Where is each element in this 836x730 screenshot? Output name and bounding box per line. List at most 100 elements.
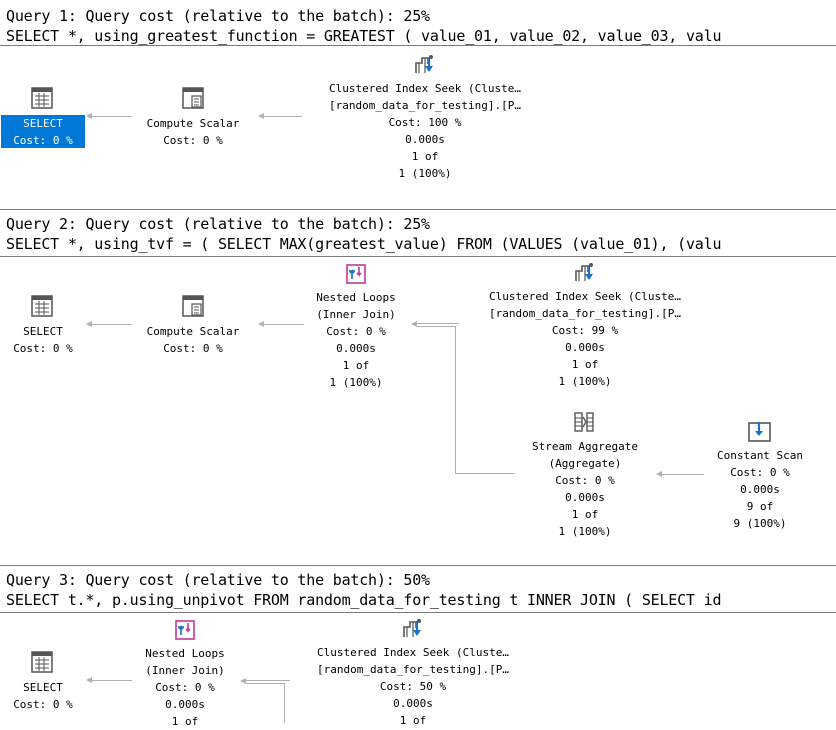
query2-separator [0, 565, 836, 566]
query3-cost-text: Query 3: Query cost (relative to the bat… [6, 571, 430, 589]
q3-select-cost: Cost: 0 % [13, 698, 73, 711]
query1-header: Query 1: Query cost (relative to the bat… [0, 0, 836, 46]
query2-header: Query 2: Query cost (relative to the bat… [0, 210, 836, 257]
q1-seek-pct: 1 (100%) [398, 167, 452, 180]
q3-index-seek-node[interactable]: Clustered Index Seek (Cluste… [random_da… [286, 644, 540, 729]
clustered-index-seek-icon [415, 54, 434, 74]
query1-cost-text: Query 1: Query cost (relative to the bat… [6, 7, 430, 25]
compute-scalar-icon [182, 87, 204, 109]
q2-arrow-2 [258, 321, 264, 327]
q2-stream-title: Stream Aggregate [532, 440, 638, 453]
q3-nested-time: 0.000s [165, 698, 205, 711]
q1-seek-rows: 1 of [411, 150, 439, 163]
q2-compute-cost: Cost: 0 % [163, 342, 223, 355]
q2-select-label: SELECT [23, 325, 63, 338]
q2-seek-object: [random_data_for_testing].[P… [488, 307, 682, 320]
q2-connector-4a [417, 326, 455, 327]
q3-connector-2 [246, 680, 290, 681]
q1-arrow-1 [86, 113, 92, 119]
q2-arrow-5 [656, 471, 662, 477]
nested-loops-icon [346, 264, 366, 284]
query2-cost-text: Query 2: Query cost (relative to the bat… [6, 215, 430, 233]
q2-stream-rows: 1 of [571, 508, 599, 521]
select-icon [31, 651, 53, 673]
q2-seek-rows: 1 of [571, 358, 599, 371]
q2-constant-rows: 9 of [746, 500, 774, 513]
q1-compute-scalar-node[interactable]: Compute Scalar Cost: 0 % [133, 115, 253, 149]
q2-connector-4b [455, 326, 456, 474]
q1-arrow-2 [258, 113, 264, 119]
q2-constant-pct: 9 (100%) [733, 517, 787, 530]
q2-seek-cost: Cost: 99 % [551, 324, 619, 337]
query1-separator [0, 209, 836, 210]
query1-sql-text[interactable]: SELECT *, using_greatest_function = GREA… [6, 27, 722, 45]
q1-index-seek-node[interactable]: Clustered Index Seek (Cluste… [random_da… [298, 80, 552, 182]
q2-stream-cost: Cost: 0 % [555, 474, 615, 487]
q2-nested-type: (Inner Join) [316, 308, 396, 321]
query3-header: Query 3: Query cost (relative to the bat… [0, 566, 836, 613]
q2-stream-type: (Aggregate) [548, 457, 622, 470]
q3-nested-rows: 1 of [171, 715, 199, 728]
q2-constant-title: Constant Scan [716, 449, 804, 462]
stream-aggregate-icon [574, 412, 594, 432]
q3-seek-time: 0.000s [393, 697, 433, 710]
q2-arrow-1 [86, 321, 92, 327]
q3-seek-object: [random_data_for_testing].[P… [316, 663, 510, 676]
q3-seek-cost: Cost: 50 % [379, 680, 447, 693]
nested-loops-icon [175, 620, 195, 640]
q1-connector-1 [92, 116, 132, 117]
q3-nested-loops-node[interactable]: Nested Loops (Inner Join) Cost: 0 % 0.00… [125, 645, 245, 730]
q2-connector-4c [455, 473, 515, 474]
q2-stream-pct: 1 (100%) [558, 525, 612, 538]
q2-connector-3 [417, 323, 459, 324]
q2-stream-time: 0.000s [565, 491, 605, 504]
q1-compute-label: Compute Scalar [146, 117, 240, 130]
q2-seek-pct: 1 (100%) [558, 375, 612, 388]
q1-select-cost: Cost: 0 % [13, 134, 73, 147]
q2-connector-5 [662, 474, 704, 475]
q2-constant-scan-node[interactable]: Constant Scan Cost: 0 % 0.000s 9 of 9 (1… [700, 447, 820, 532]
q1-seek-time: 0.000s [405, 133, 445, 146]
q3-seek-title: Clustered Index Seek (Cluste… [316, 646, 510, 659]
q2-nested-rows: 1 of [342, 359, 370, 372]
q3-seek-rows: 1 of [399, 714, 427, 727]
q3-select-label: SELECT [23, 681, 63, 694]
clustered-index-seek-icon [403, 618, 422, 638]
q2-seek-time: 0.000s [565, 341, 605, 354]
q1-connector-2 [264, 116, 302, 117]
q1-compute-cost: Cost: 0 % [163, 134, 223, 147]
constant-scan-icon [748, 420, 772, 443]
q2-nested-pct: 1 (100%) [329, 376, 383, 389]
clustered-index-seek-icon [575, 262, 594, 282]
select-icon [31, 87, 53, 109]
q2-select-node[interactable]: SELECT Cost: 0 % [1, 323, 85, 357]
q3-nested-cost: Cost: 0 % [155, 681, 215, 694]
q3-connector-3a [246, 683, 284, 684]
q2-index-seek-node[interactable]: Clustered Index Seek (Cluste… [random_da… [458, 288, 712, 390]
q2-compute-scalar-node[interactable]: Compute Scalar Cost: 0 % [133, 323, 253, 357]
q3-connector-1 [92, 680, 132, 681]
q2-compute-label: Compute Scalar [146, 325, 240, 338]
q3-connector-3b [284, 683, 285, 723]
q2-nested-cost: Cost: 0 % [326, 325, 386, 338]
query2-sql-text[interactable]: SELECT *, using_tvf = ( SELECT MAX(great… [6, 235, 722, 253]
q3-arrow-1 [86, 677, 92, 683]
q3-nested-title: Nested Loops [145, 647, 225, 660]
compute-scalar-icon [182, 295, 204, 317]
q2-select-cost: Cost: 0 % [13, 342, 73, 355]
q1-seek-title: Clustered Index Seek (Cluste… [328, 82, 522, 95]
q2-arrow-3 [411, 321, 417, 327]
select-icon [31, 295, 53, 317]
q2-nested-loops-node[interactable]: Nested Loops (Inner Join) Cost: 0 % 0.00… [296, 289, 416, 391]
q2-nested-title: Nested Loops [316, 291, 396, 304]
q2-connector-2 [264, 324, 304, 325]
q2-constant-cost: Cost: 0 % [730, 466, 790, 479]
query3-sql-text[interactable]: SELECT t.*, p.using_unpivot FROM random_… [6, 591, 722, 609]
q2-constant-time: 0.000s [740, 483, 780, 496]
q1-seek-object: [random_data_for_testing].[P… [328, 99, 522, 112]
q1-select-node[interactable]: SELECT Cost: 0 % [1, 115, 85, 148]
q2-stream-aggregate-node[interactable]: Stream Aggregate (Aggregate) Cost: 0 % 0… [510, 438, 660, 540]
q1-select-label: SELECT [23, 117, 63, 130]
q2-nested-time: 0.000s [336, 342, 376, 355]
q3-select-node[interactable]: SELECT Cost: 0 % [1, 679, 85, 713]
